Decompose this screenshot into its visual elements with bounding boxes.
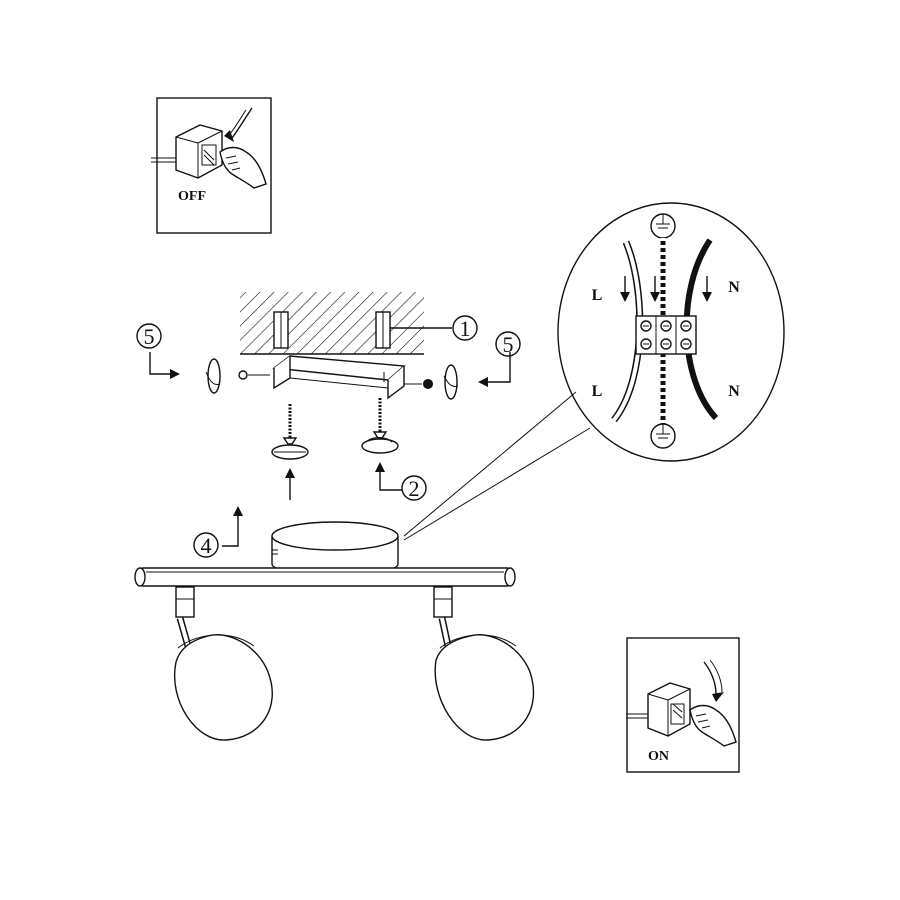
fixture-bar bbox=[134, 567, 516, 587]
wall-plug-right bbox=[375, 311, 391, 349]
arrow-right-cap bbox=[478, 352, 511, 387]
step-number-2: 2 bbox=[401, 475, 427, 501]
earth-symbol-top-icon bbox=[650, 213, 676, 239]
arrow-left-cap bbox=[149, 352, 180, 379]
wiring-detail-callout: L L N N bbox=[403, 202, 785, 541]
cap-left bbox=[205, 358, 221, 394]
wall-switch-icon bbox=[626, 682, 691, 737]
neutral-label-top: N bbox=[728, 279, 740, 296]
mounting-bracket bbox=[238, 355, 433, 400]
hand-icon bbox=[689, 704, 737, 747]
canopy bbox=[271, 521, 399, 576]
switch-on-label: ON bbox=[648, 749, 669, 764]
arrow-up-canopy bbox=[222, 506, 243, 547]
hand-icon bbox=[219, 146, 267, 189]
cap-right bbox=[443, 364, 459, 400]
neutral-label-bottom: N bbox=[728, 383, 740, 400]
step-number-5-right: 5 bbox=[495, 331, 521, 357]
live-label-bottom: L bbox=[592, 383, 603, 400]
step-number-5-left: 5 bbox=[136, 323, 162, 349]
ceiling-section bbox=[240, 292, 452, 355]
light-fixture bbox=[134, 521, 535, 741]
wall-switch-icon bbox=[151, 124, 223, 179]
svg-text:5: 5 bbox=[144, 324, 155, 349]
wall-plug-left bbox=[273, 311, 289, 349]
fixing-screw-left bbox=[271, 404, 309, 460]
step-number-1: 1 bbox=[452, 315, 478, 341]
knob-right-icon bbox=[404, 379, 433, 389]
spotlight-left bbox=[173, 586, 273, 741]
curved-arrow-icon bbox=[224, 107, 253, 142]
screw-left-icon bbox=[238, 370, 270, 380]
curved-arrow-icon bbox=[703, 659, 724, 702]
arrow-up-screw-right bbox=[375, 462, 402, 491]
switch-off-label: OFF bbox=[178, 189, 206, 204]
spotlight-right bbox=[433, 586, 535, 741]
switch-off-panel: OFF bbox=[151, 97, 272, 234]
switch-on-panel: ON bbox=[626, 637, 740, 773]
fixing-screw-right bbox=[361, 398, 399, 454]
svg-text:4: 4 bbox=[201, 533, 212, 558]
svg-text:2: 2 bbox=[409, 476, 420, 501]
earth-symbol-bottom-icon bbox=[650, 423, 676, 449]
terminal-block bbox=[635, 315, 697, 355]
down-arrows bbox=[620, 276, 712, 302]
live-label-top: L bbox=[592, 287, 603, 304]
svg-text:5: 5 bbox=[503, 332, 514, 357]
step-number-4: 4 bbox=[193, 532, 219, 558]
svg-text:1: 1 bbox=[460, 316, 471, 341]
